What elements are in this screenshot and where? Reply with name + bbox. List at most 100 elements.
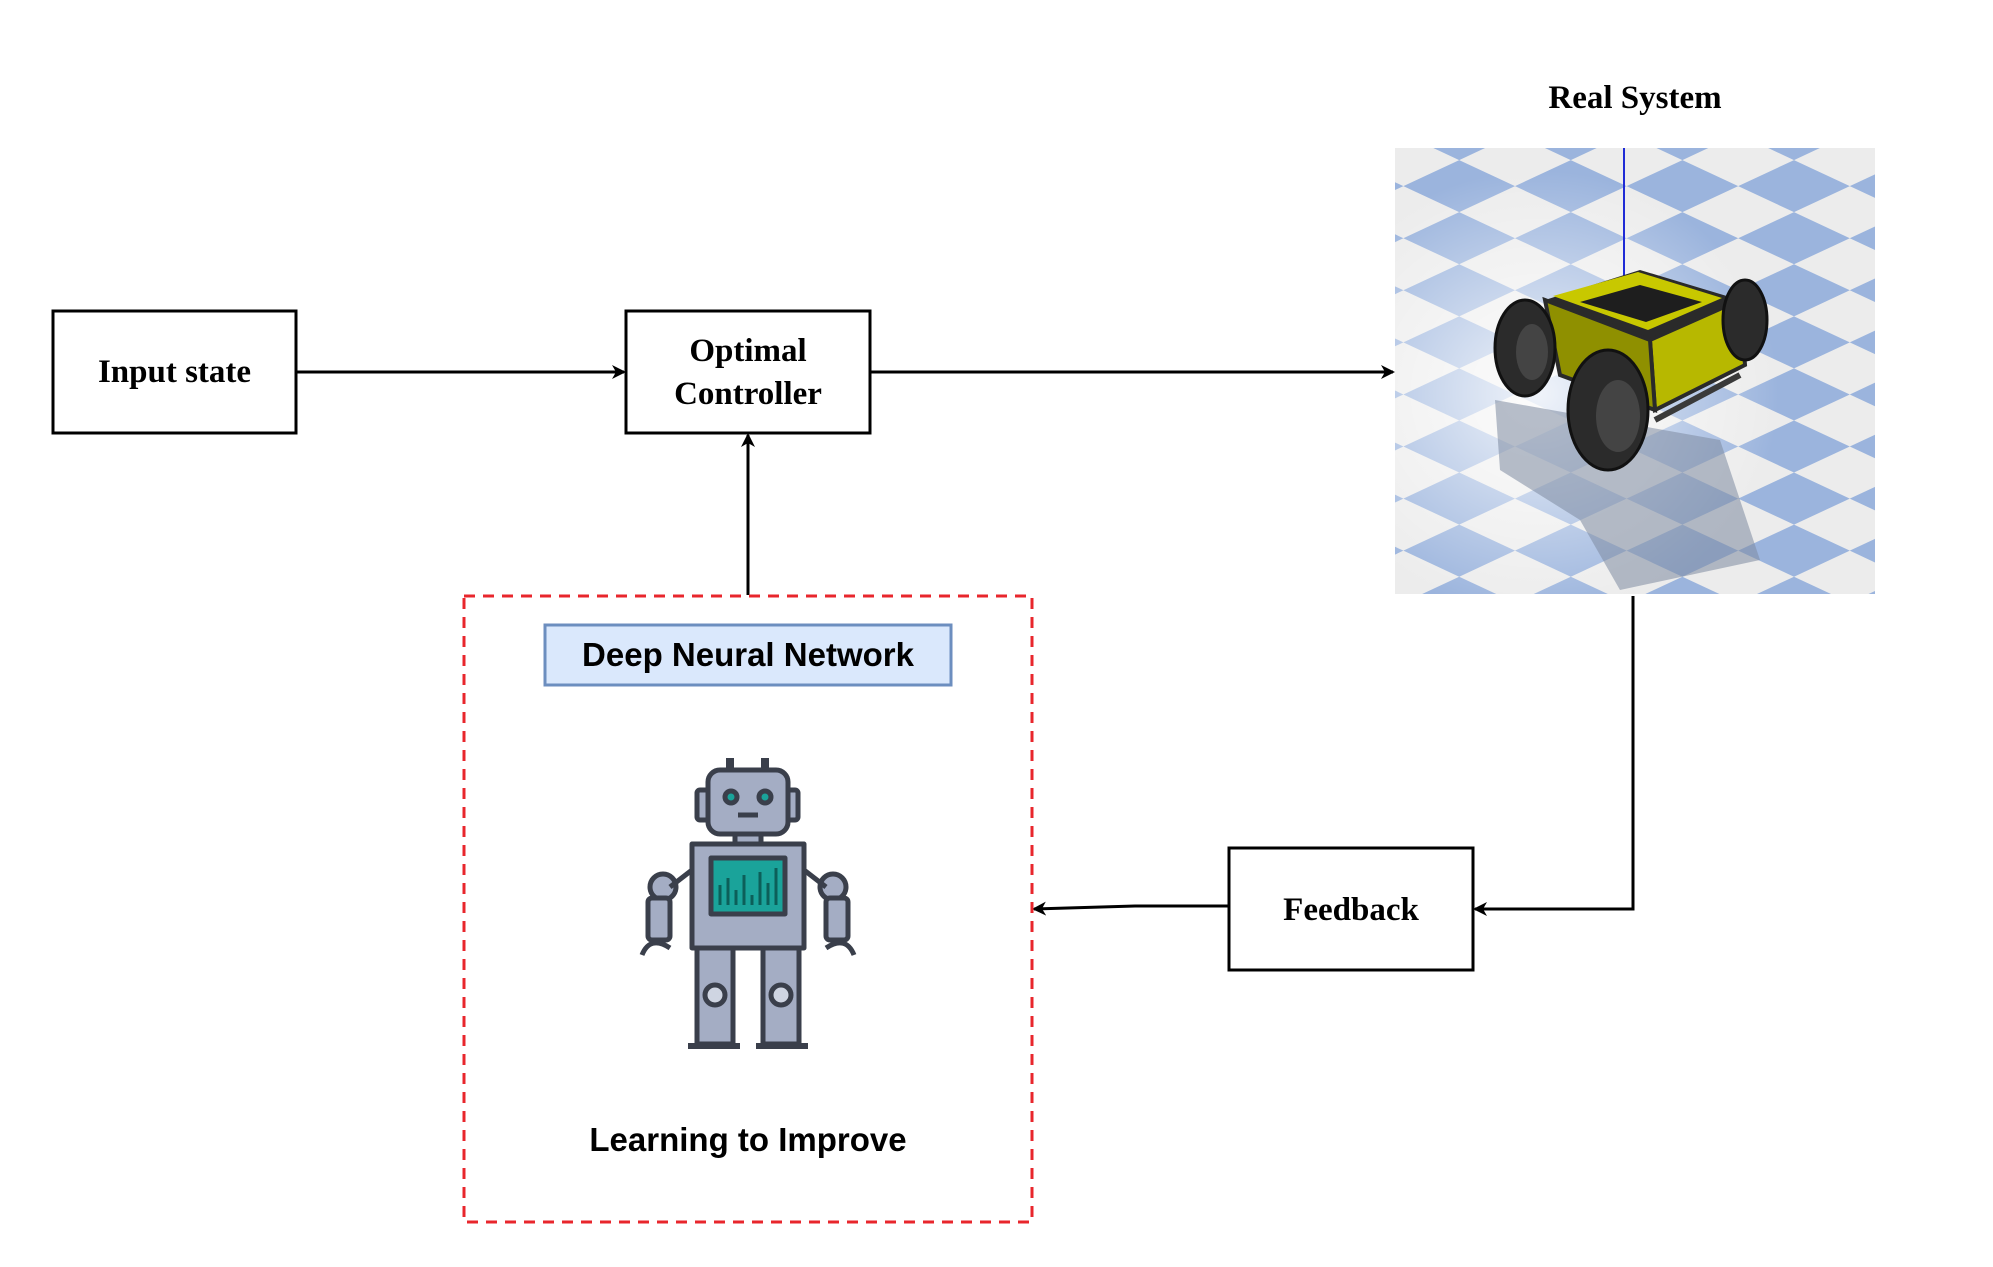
- checker-tile: [1906, 186, 1993, 238]
- feedback-node: Feedback: [1227, 846, 1475, 972]
- checker-tile: [1013, 238, 1125, 290]
- checker-tile: [901, 394, 1013, 446]
- checker-tile: [1906, 238, 1993, 290]
- checker-tile: [1459, 759, 1571, 811]
- edge-feedback-to-dnn: [1032, 901, 1229, 916]
- checker-tile: [1013, 30, 1125, 82]
- checker-tile: [1013, 0, 1125, 30]
- checker-tile: [1906, 82, 1993, 134]
- checker-tile: [1682, 0, 1794, 30]
- checker-tile: [1348, 759, 1460, 811]
- checker-tile: [1682, 655, 1794, 707]
- checker-tile: [1906, 447, 1993, 499]
- checker-tile: [1682, 707, 1794, 759]
- checker-tile: [1571, 707, 1683, 759]
- checker-tile: [1348, 655, 1460, 707]
- checker-tile: [1013, 447, 1125, 499]
- checker-tile: [678, 186, 790, 238]
- optimal-controller-label-line2: Controller: [674, 376, 822, 412]
- checker-tile: [1794, 603, 1906, 655]
- checker-tile: [1236, 499, 1348, 551]
- checker-tile: [1013, 394, 1125, 446]
- checker-tile: [678, 238, 790, 290]
- checker-tile: [1236, 394, 1348, 446]
- checker-tile: [1906, 655, 1993, 707]
- checker-tile: [1236, 82, 1348, 134]
- checker-tile: [901, 290, 1013, 342]
- checker-tile: [1459, 707, 1571, 759]
- checker-tile: [1236, 759, 1348, 811]
- checker-tile: [1236, 290, 1348, 342]
- checker-tile: [1124, 551, 1236, 603]
- checker-tile: [790, 499, 902, 551]
- real-system-label: Real System: [1548, 80, 1721, 116]
- checker-tile: [1348, 603, 1460, 655]
- checker-tile: [1124, 499, 1236, 551]
- checker-tile: [901, 342, 1013, 394]
- dnn-title-box: [543, 623, 953, 687]
- checker-tile: [1906, 551, 1993, 603]
- checker-tile: [1906, 134, 1993, 186]
- checker-tile: [1682, 603, 1794, 655]
- checker-tile: [1571, 759, 1683, 811]
- feedback-label: Feedback: [1283, 892, 1419, 928]
- checker-tile: [566, 447, 678, 499]
- checker-tile: [1906, 342, 1993, 394]
- checker-tile: [790, 0, 902, 30]
- checker-tile: [1124, 186, 1236, 238]
- checker-tile: [1459, 811, 1571, 863]
- checker-tile: [1236, 655, 1348, 707]
- checker-tile: [1013, 551, 1125, 603]
- checker-tile: [1794, 82, 1906, 134]
- checker-tile: [1906, 0, 1993, 30]
- checker-tile: [1571, 811, 1683, 863]
- checker-tile: [1906, 499, 1993, 551]
- checker-tile: [1124, 290, 1236, 342]
- checker-tile: [1348, 0, 1460, 30]
- checker-tile: [1682, 759, 1794, 811]
- checker-tile: [1682, 30, 1794, 82]
- checker-tile: [790, 82, 902, 134]
- checker-tile: [1124, 30, 1236, 82]
- checker-tile: [232, 238, 344, 290]
- checker-tile: [790, 30, 902, 82]
- checker-tile: [901, 238, 1013, 290]
- checker-tile: [901, 30, 1013, 82]
- checker-tile: [1124, 134, 1236, 186]
- checker-tile: [455, 134, 567, 186]
- checker-tile: [1459, 30, 1571, 82]
- checker-tile: [1124, 342, 1236, 394]
- checker-tile: [1124, 394, 1236, 446]
- checker-tile: [1459, 863, 1571, 915]
- checker-tile: [678, 82, 790, 134]
- checker-tile: [1236, 134, 1348, 186]
- checker-tile: [1013, 342, 1125, 394]
- checker-tile: [1571, 0, 1683, 30]
- checker-tile: [343, 342, 455, 394]
- checker-tile: [566, 238, 678, 290]
- robot-icon: [639, 758, 857, 1049]
- checker-tile: [1124, 655, 1236, 707]
- checker-tile: [901, 186, 1013, 238]
- checker-tile: [455, 238, 567, 290]
- checker-tile: [678, 499, 790, 551]
- checker-tile: [1013, 82, 1125, 134]
- dnn-container: Deep Neural Network Learning to Improve: [462, 594, 1034, 1224]
- checker-tile: [1013, 290, 1125, 342]
- checker-tile: [1459, 655, 1571, 707]
- checker-tile: [790, 186, 902, 238]
- checker-tile: [1013, 134, 1125, 186]
- checker-tile: [1236, 238, 1348, 290]
- checker-tile: [455, 342, 567, 394]
- input-state-label: Input state: [98, 354, 251, 390]
- checker-tile: [566, 134, 678, 186]
- checker-tile: [1459, 603, 1571, 655]
- checker-tile: [678, 30, 790, 82]
- checker-tile: [1236, 707, 1348, 759]
- checker-tile: [1236, 30, 1348, 82]
- checker-tile: [1124, 0, 1236, 30]
- checker-tile: [1906, 30, 1993, 82]
- checker-tile: [790, 134, 902, 186]
- checker-tile: [1906, 290, 1993, 342]
- checker-tile: [1794, 30, 1906, 82]
